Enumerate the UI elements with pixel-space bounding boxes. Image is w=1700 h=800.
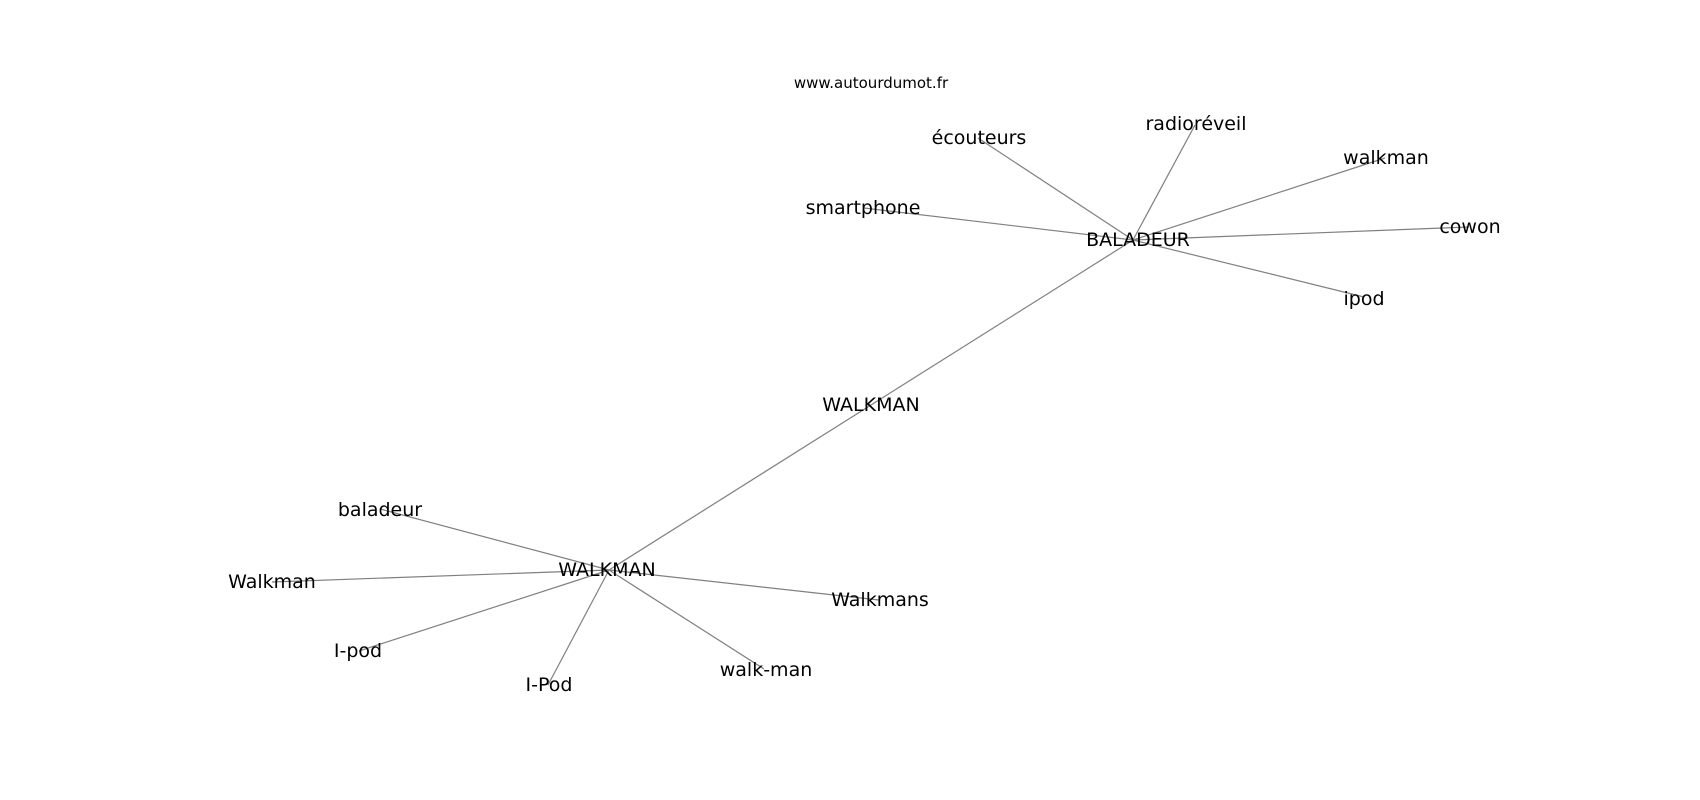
node-smartphone: smartphone xyxy=(806,197,921,219)
node-radioreveil: radioréveil xyxy=(1146,113,1247,135)
edge-walkman-I-pod-lower xyxy=(358,569,610,652)
node-center: WALKMAN xyxy=(822,394,919,416)
node-ecouteurs: écouteurs xyxy=(932,127,1027,149)
node-baladeur: baladeur xyxy=(338,499,422,521)
nodes: WALKMAN BALADEUR écouteurs radioréveil w… xyxy=(228,113,1500,696)
node-hub-baladeur: BALADEUR xyxy=(1086,229,1190,251)
edge-walkman-walk-man xyxy=(608,569,765,670)
node-walk-man: walk-man xyxy=(720,659,813,681)
edge-baladeur-radioreveil xyxy=(1132,124,1196,241)
edge-walkman-Walkman xyxy=(271,569,610,583)
node-Walkmans: Walkmans xyxy=(831,589,929,611)
edges xyxy=(271,124,1470,686)
edge-walkman-Walkmans xyxy=(608,569,880,601)
edge-center-walkman xyxy=(608,404,872,571)
edge-walkman-I-Pod-upper xyxy=(547,569,610,686)
node-Walkman: Walkman xyxy=(228,571,316,593)
edge-baladeur-ecouteurs xyxy=(977,137,1134,241)
edge-baladeur-ipod xyxy=(1132,239,1365,298)
node-I-pod: I-pod xyxy=(334,640,382,662)
node-walkman-lower: walkman xyxy=(1343,147,1429,169)
edge-center-baladeur xyxy=(870,239,1134,406)
node-I-Pod: I-Pod xyxy=(526,674,573,696)
node-ipod: ipod xyxy=(1343,288,1384,310)
watermark-text: www.autourdumot.fr xyxy=(794,74,949,92)
edge-baladeur-smartphone xyxy=(863,207,1134,241)
node-hub-walkman: WALKMAN xyxy=(558,559,655,581)
edge-walkman-baladeur xyxy=(379,508,610,571)
edge-baladeur-walkman xyxy=(1132,157,1386,241)
node-cowon: cowon xyxy=(1439,216,1500,238)
edge-baladeur-cowon xyxy=(1132,226,1470,241)
